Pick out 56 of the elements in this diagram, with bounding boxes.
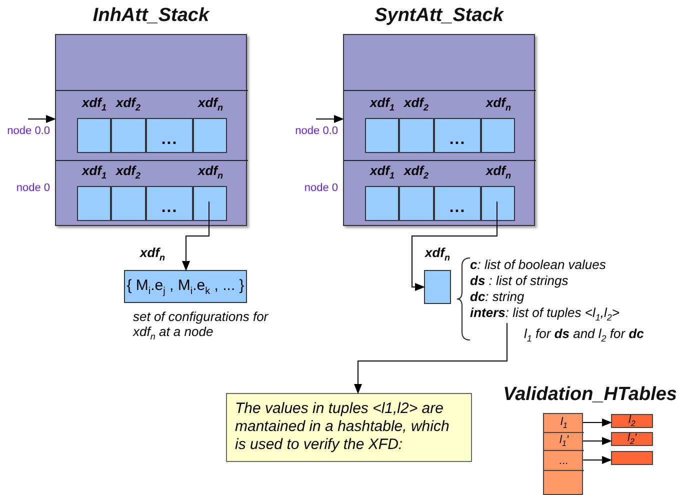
xdf-cell xyxy=(146,186,193,221)
arrow xyxy=(582,437,612,445)
xdf-label: xdf$_{n}$ xyxy=(198,163,223,181)
attribute-line: l$_{1}$ for ds and l$_{2}$ for dc xyxy=(523,326,645,346)
node-annotation: set of configurations for xdf$_{n}$ at a node xyxy=(133,309,269,344)
xdf-label: xdf$_{1}$ xyxy=(370,95,395,113)
ellipsis: ... xyxy=(161,132,178,150)
xdf-label: xdf$_{n}$ xyxy=(198,95,223,113)
attribute-line: c: list of boolean values xyxy=(470,257,607,273)
node-label: node 0.0 xyxy=(7,125,50,137)
xdf-label: xdf$_{n}$ xyxy=(140,245,165,263)
xdf-label: xdf$_{2}$ xyxy=(116,95,141,113)
key-label: l$_{2}$' xyxy=(627,432,636,446)
ellipsis: ... xyxy=(449,200,466,218)
hashtable-value-box xyxy=(611,414,653,428)
ellipsis: ... xyxy=(161,200,178,218)
hashtable-value-box xyxy=(611,432,653,446)
xdf-cell xyxy=(434,118,481,153)
xdf-label: xdf$_{2}$ xyxy=(404,163,429,181)
xdf-label: xdf$_{n}$ xyxy=(486,163,511,181)
key-label: l$_{2}$ xyxy=(628,414,636,428)
arrow xyxy=(316,115,344,123)
node-label: node 0.0 xyxy=(295,125,338,137)
note-text: The values in tuples <l1,l2> are mantained in a hashtable, which is used to verify the XFD: xyxy=(235,400,450,454)
node-label: node 0 xyxy=(16,182,50,194)
xdf-cell xyxy=(146,118,193,153)
arrow xyxy=(28,115,56,123)
hashtable-value-box xyxy=(611,451,653,465)
stack-title: Validation_HTables xyxy=(503,384,677,406)
node-label: node 0 xyxy=(304,182,338,194)
arrow xyxy=(412,201,498,291)
attribute-line: ds : list of strings xyxy=(470,273,570,289)
xdf-label: xdf$_{n}$ xyxy=(425,245,450,263)
xdf-label: xdf$_{1}$ xyxy=(370,163,395,181)
arrow xyxy=(582,456,612,464)
arrow xyxy=(354,322,508,394)
attribute-line: dc: string xyxy=(470,289,526,305)
stack-title: SyntAtt_Stack xyxy=(374,5,504,27)
xdf-label: xdf$_{n}$ xyxy=(486,95,511,113)
key-label: l$_{1}$ xyxy=(560,416,568,430)
note-box xyxy=(226,393,472,462)
key-label: ... xyxy=(559,454,569,466)
xdf-label: xdf$_{1}$ xyxy=(82,163,107,181)
configuration-set: { M$_{i}$.e$_{j}$ , M$_{i}$.e$_{k}$ , ... } xyxy=(126,276,244,296)
arrow xyxy=(582,418,612,426)
arrow xyxy=(182,201,210,271)
attribute-line: inters: list of tuples <l$_{1}$,l$_{2}$> xyxy=(470,305,620,325)
stack-title: InhAtt_Stack xyxy=(92,5,210,27)
xdf-cell xyxy=(434,186,481,221)
ellipsis: ... xyxy=(449,132,466,150)
hashtable-key-cell xyxy=(544,414,584,433)
hashtable-key-cell xyxy=(544,433,584,451)
key-label: l$_{1}$' xyxy=(559,434,568,449)
xdf-label: xdf$_{1}$ xyxy=(82,95,107,113)
xdf-label: xdf$_{2}$ xyxy=(404,95,429,113)
xdf-label: xdf$_{2}$ xyxy=(116,163,141,181)
